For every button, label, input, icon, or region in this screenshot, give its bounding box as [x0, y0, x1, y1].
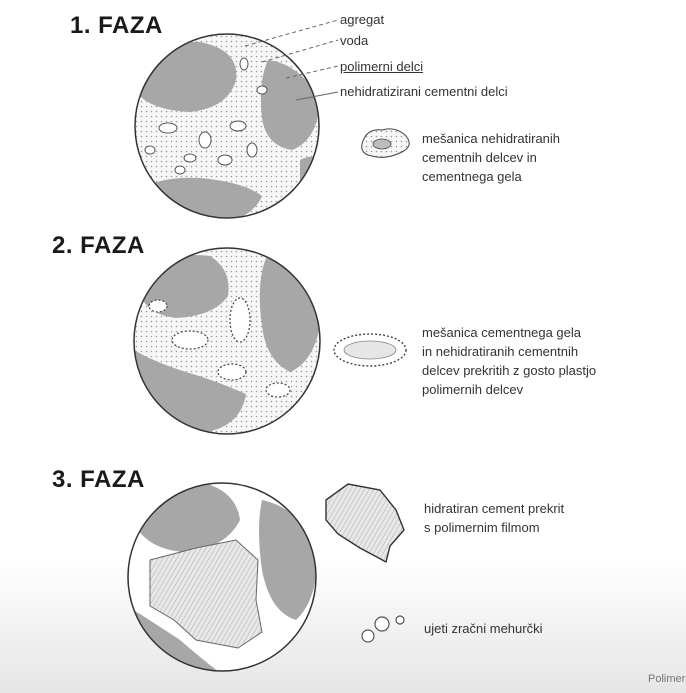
footer-text-fragment: Polimerni: [648, 673, 686, 685]
phase-2-title: 2. FAZA: [52, 232, 145, 260]
legend-2-line-4: polimernih delcev: [422, 381, 523, 398]
legend-blob-2: [334, 334, 406, 366]
legend-1-line-2: cementnih delcev in: [422, 149, 537, 166]
legend-3-line-2: s polimernim filmom: [424, 519, 540, 536]
callout-aggregate: agregat: [340, 11, 384, 28]
phase-1-circle: [132, 34, 330, 226]
aggregate-grain: [132, 42, 236, 112]
legend-1-line-3: cementnega gela: [422, 168, 522, 185]
phase-3-title: 3. FAZA: [52, 466, 145, 494]
legend-2-line-3: delcev prekritih z gosto plastjo: [422, 362, 596, 379]
legend-2-line-1: mešanica cementnega gela: [422, 324, 581, 341]
legend-air-bubbles: [362, 616, 404, 642]
callout-polymer-particles: polimerni delci: [340, 58, 423, 75]
legend-2-line-2: in nehidratiranih cementnih: [422, 343, 578, 360]
phase-3-circle: [124, 482, 318, 681]
phase-1-title: 1. FAZA: [70, 12, 163, 40]
legend-3-line-1: hidratiran cement prekrit: [424, 500, 564, 517]
legend-blob-1: [362, 129, 409, 157]
callout-unhydrated-cement: nehidratizirani cementni delci: [340, 83, 508, 100]
legend-film-shape: [326, 484, 404, 562]
callout-water: voda: [340, 32, 368, 49]
legend-air-bubbles-label: ujeti zračni mehurčki: [424, 620, 543, 637]
aggregate-grain: [300, 157, 330, 200]
legend-1-line-1: mešanica nehidratiranih: [422, 130, 560, 147]
phase-2-circle: [134, 248, 322, 434]
